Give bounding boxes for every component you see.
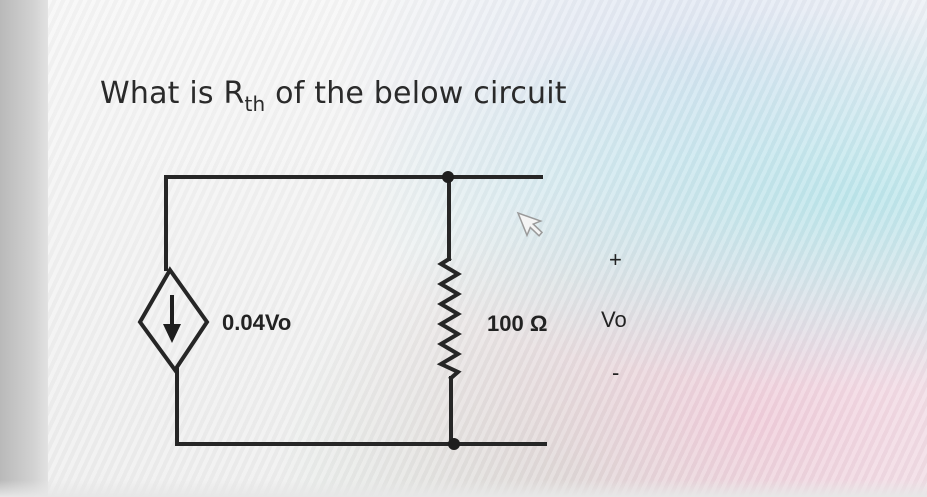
question-prefix: What is R: [100, 76, 245, 111]
screen-bezel: [0, 0, 48, 497]
screen-background: [48, 0, 927, 497]
output-plus: +: [609, 247, 622, 272]
resistor-label: 100 Ω: [487, 311, 547, 336]
node-top: [442, 171, 454, 183]
question-text: What is Rth of the below circuit: [100, 76, 567, 116]
question-subscript: th: [244, 92, 266, 116]
screen-bottom-edge: [0, 480, 927, 497]
down-arrow-icon: [163, 295, 181, 343]
question-suffix: of the below circuit: [265, 76, 567, 111]
resistor-zigzag: [436, 256, 462, 381]
arrow-cursor-icon: [516, 211, 544, 238]
source-label: 0.04Vo: [222, 310, 291, 335]
node-bottom: [448, 438, 460, 450]
output-label: Vo: [601, 307, 627, 332]
output-minus: -: [612, 360, 619, 385]
dependent-current-source: [137, 266, 210, 374]
